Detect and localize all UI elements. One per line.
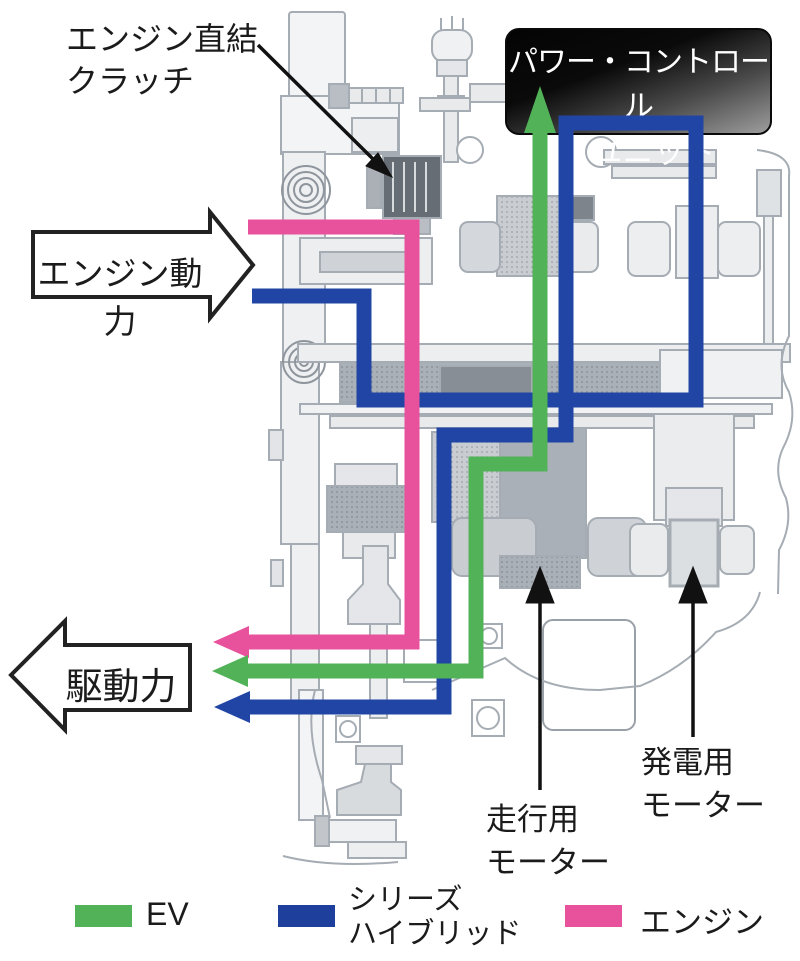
legend-series-hybrid-swatch — [278, 905, 335, 927]
power-control-unit-box: パワー・コントロール ・ユニット — [505, 28, 772, 170]
generator-motor-label-line1: 発電用 — [641, 745, 734, 780]
traction-motor-label-line2: モーター — [486, 845, 610, 880]
final-drive — [314, 463, 407, 859]
legend-series-hybrid-label: シリーズ ハイブリッド — [348, 883, 521, 951]
legend-ev-label: EV — [146, 896, 189, 932]
clutch-callout-line2: クラッチ — [66, 63, 195, 99]
drive-force-arrow — [8, 616, 192, 735]
traction-motor-drawing — [459, 195, 599, 277]
clutch-callout-line1: エンジン直結 — [66, 21, 259, 57]
pcu-label-line2: ・ユニット — [561, 137, 716, 170]
engine-power-arrow — [31, 206, 256, 324]
generator-motor-label-line2: モーター — [641, 788, 765, 823]
traction-motor-label: 走行用 モーター — [486, 798, 610, 884]
legend-series-hybrid-label-line1: シリーズ — [348, 884, 463, 916]
drive-force-arrow-label: 駆動力 — [65, 666, 177, 707]
legend-ev-swatch — [75, 905, 132, 927]
engine-power-arrow-label: エンジン動力 — [37, 255, 203, 340]
generator-motor-drawing — [603, 149, 782, 357]
legend-engine-label: エンジン — [640, 905, 764, 940]
traction-motor-label-line1: 走行用 — [486, 802, 579, 837]
generator-motor-label: 発電用 モーター — [641, 741, 765, 827]
pcu-label-line1: パワー・コントロール — [508, 46, 770, 123]
legend-engine-swatch — [565, 905, 622, 927]
clutch-callout-label: エンジン直結 クラッチ — [66, 18, 258, 102]
legend-series-hybrid-label-line2: ハイブリッド — [348, 918, 522, 950]
